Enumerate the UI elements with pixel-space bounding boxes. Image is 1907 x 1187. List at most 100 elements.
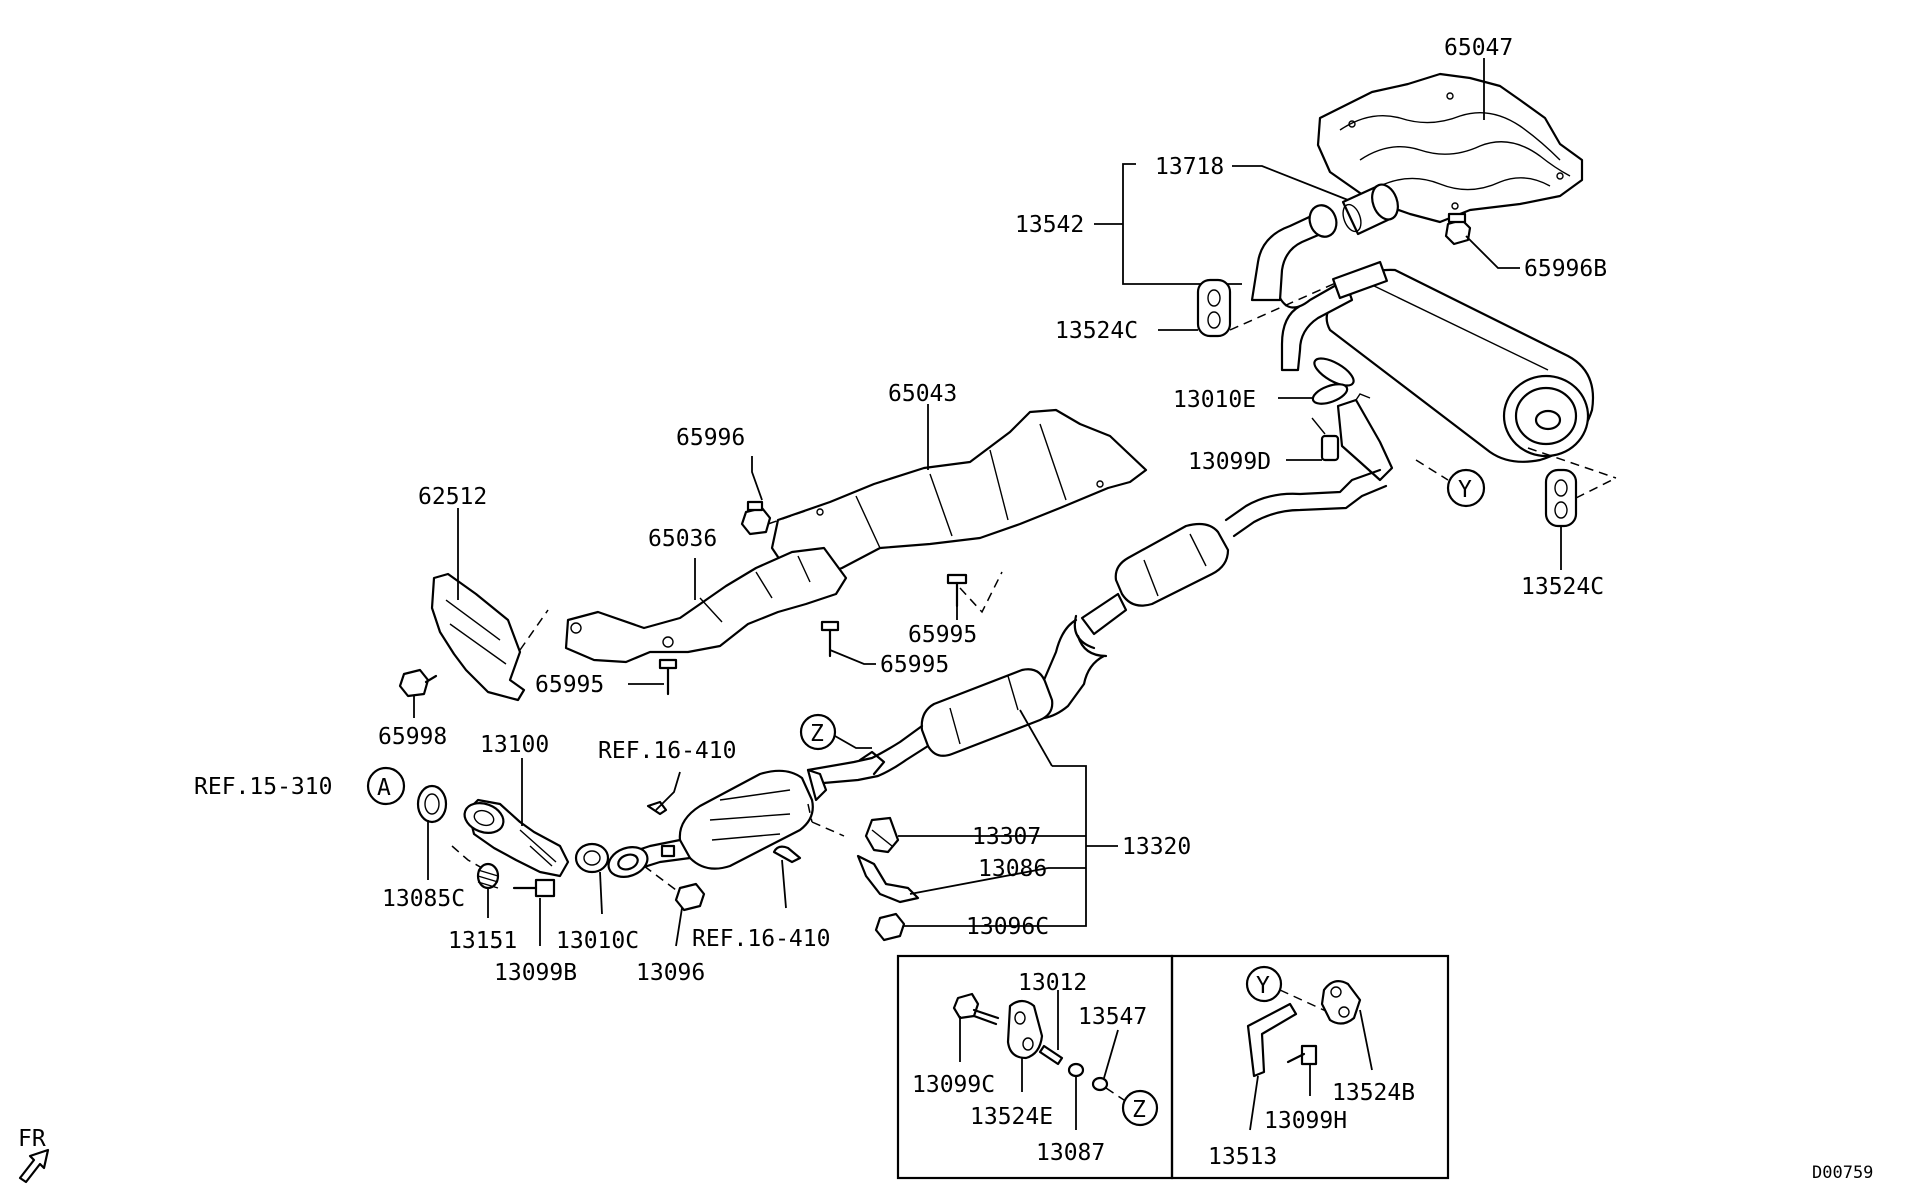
bolt-13099d	[1311, 417, 1340, 462]
leader-13524b	[1359, 1009, 1373, 1071]
label-13096c: 13096C	[966, 914, 1049, 940]
label-65996: 65996	[676, 425, 745, 451]
sensor-ref-top	[646, 800, 668, 816]
label-ref-15-310: REF.15-310	[194, 774, 332, 800]
label-62512: 62512	[418, 484, 487, 510]
label-13099d: 13099D	[1188, 449, 1271, 475]
leader-13718	[1232, 165, 1349, 201]
marker-a	[366, 766, 406, 806]
washer-13087	[1067, 1062, 1085, 1078]
label-ref-16-410-top: REF.16-410	[598, 738, 736, 764]
marker-z-main	[799, 713, 837, 751]
label-13524e: 13524E	[970, 1104, 1053, 1130]
leader-13086	[909, 867, 1049, 895]
label-13151: 13151	[448, 928, 517, 954]
label-13320: 13320	[1122, 834, 1191, 860]
marker-y-detail-label: Y	[1256, 973, 1270, 999]
bolt-65995-a	[946, 573, 968, 608]
nut-13096	[674, 882, 706, 912]
dash-65995-a	[959, 571, 1003, 614]
bolt-65998	[398, 668, 438, 698]
nut-13096c	[874, 912, 906, 942]
leader-13096	[675, 907, 683, 947]
detail-box-y	[1170, 954, 1450, 1180]
sleeve-13718	[1341, 183, 1399, 236]
marker-y-detail	[1245, 965, 1283, 1003]
dash-13096	[643, 865, 677, 891]
leader-13010c	[599, 871, 603, 915]
label-13085c: 13085C	[382, 886, 465, 912]
gasket-13010c-inner	[583, 850, 601, 866]
leader-65996	[751, 456, 763, 501]
bolt-65995-c	[658, 658, 678, 696]
dash-z-detail	[1105, 1087, 1125, 1101]
diagram-id: D00759	[1812, 1163, 1873, 1183]
main-muffler	[1325, 268, 1594, 463]
label-13096: 13096	[636, 960, 705, 986]
bolt-65995-b	[820, 620, 840, 658]
dash-65996	[767, 509, 809, 525]
pin-13012	[1038, 1044, 1064, 1066]
gasket-13085c-inner	[424, 793, 440, 815]
label-13524c-top: 13524C	[1055, 318, 1138, 344]
label-13099c: 13099C	[912, 1072, 995, 1098]
bolt-13099c	[952, 992, 1000, 1026]
bracket-13513	[1246, 1002, 1298, 1078]
label-65995-a: 65995	[908, 622, 977, 648]
label-13010e: 13010E	[1173, 387, 1256, 413]
marker-z-detail-label: Z	[1132, 1097, 1146, 1123]
label-13099h: 13099H	[1264, 1108, 1347, 1134]
heat-shield-62512	[430, 572, 549, 702]
hanger-bracket	[1336, 393, 1394, 482]
leader-65995-b	[829, 649, 876, 665]
label-65995-b: 65995	[880, 652, 949, 678]
label-13087: 13087	[1036, 1140, 1105, 1166]
nut-65996b	[1444, 212, 1472, 246]
label-13099b: 13099B	[494, 960, 577, 986]
marker-z-detail	[1121, 1089, 1159, 1127]
dash-hanger-right-2	[1575, 477, 1617, 499]
label-13718: 13718	[1155, 154, 1224, 180]
gasket-13085c	[416, 784, 448, 824]
marker-y-main-label: Y	[1458, 477, 1472, 503]
gasket-13010e	[1311, 383, 1349, 405]
gasket-13010c	[574, 842, 610, 874]
center-pipe-13320	[607, 468, 1388, 878]
label-13100: 13100	[480, 732, 549, 758]
dash-y-detail	[1279, 989, 1329, 1013]
bracket-13542	[1122, 163, 1242, 285]
dash-hanger-top	[1229, 281, 1339, 331]
dash-13151	[451, 845, 483, 869]
spring-13151	[476, 862, 500, 890]
label-13010c: 13010C	[556, 928, 639, 954]
label-65995-c: 65995	[535, 672, 604, 698]
heat-shield-65036	[564, 546, 848, 664]
label-ref-16-410-bottom: REF.16-410	[692, 926, 830, 952]
bracket-13320	[1048, 765, 1087, 927]
rubber-hanger-13524c-top	[1196, 278, 1232, 338]
leader-13547	[1103, 1029, 1119, 1079]
dash-hanger-right	[1527, 447, 1617, 479]
front-pipe-13100	[463, 798, 570, 878]
label-13524c-right: 13524C	[1521, 574, 1604, 600]
front-arrow-icon	[18, 1148, 50, 1184]
label-13542: 13542	[1015, 212, 1084, 238]
leader-65996b	[1465, 235, 1520, 269]
leader-13513	[1249, 1075, 1259, 1131]
washer-13547	[1091, 1076, 1109, 1092]
label-65043: 65043	[888, 381, 957, 407]
label-13547: 13547	[1078, 1004, 1147, 1030]
marker-a-label: A	[377, 775, 391, 801]
marker-y-main	[1446, 468, 1486, 508]
bracket-13086	[856, 854, 920, 904]
label-13524b: 13524B	[1332, 1080, 1415, 1106]
rubber-hanger-13524e	[1006, 999, 1044, 1060]
leader-ref-bottom	[781, 859, 787, 909]
label-13086: 13086	[978, 856, 1047, 882]
label-13307: 13307	[972, 824, 1041, 850]
label-65998: 65998	[378, 724, 447, 750]
leader-z-main	[834, 735, 872, 749]
bracket-13307	[864, 816, 900, 854]
label-65047: 65047	[1444, 35, 1513, 61]
